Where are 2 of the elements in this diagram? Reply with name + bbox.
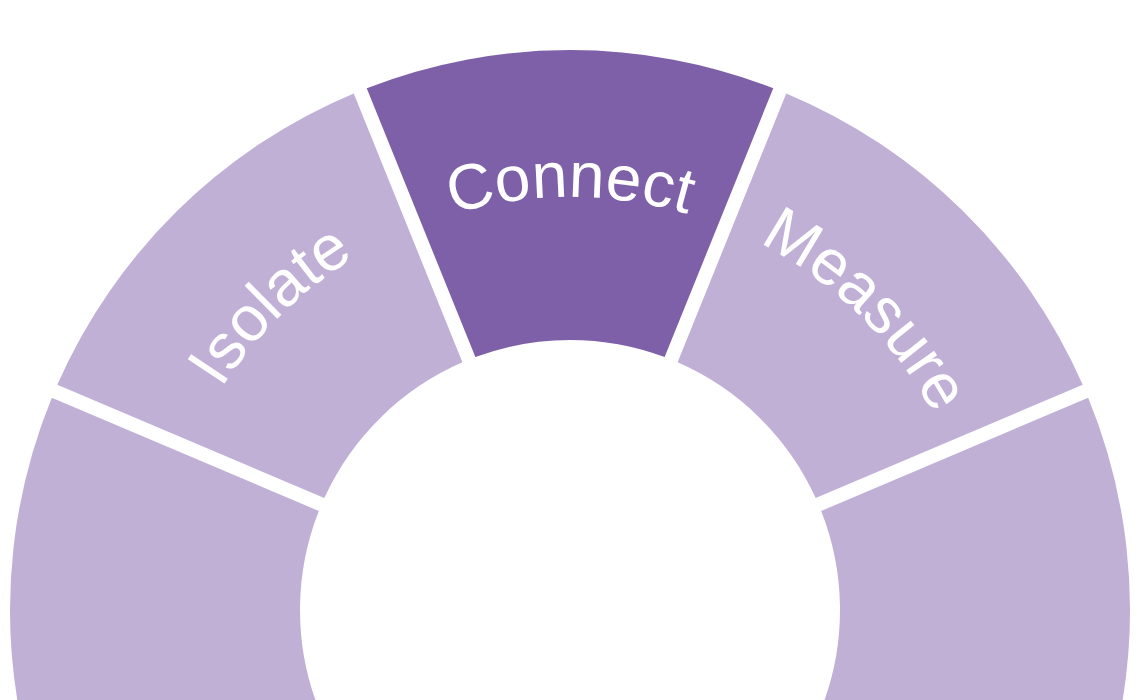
- segment-label: Connect: [438, 138, 703, 228]
- ring-segment: [10, 397, 319, 700]
